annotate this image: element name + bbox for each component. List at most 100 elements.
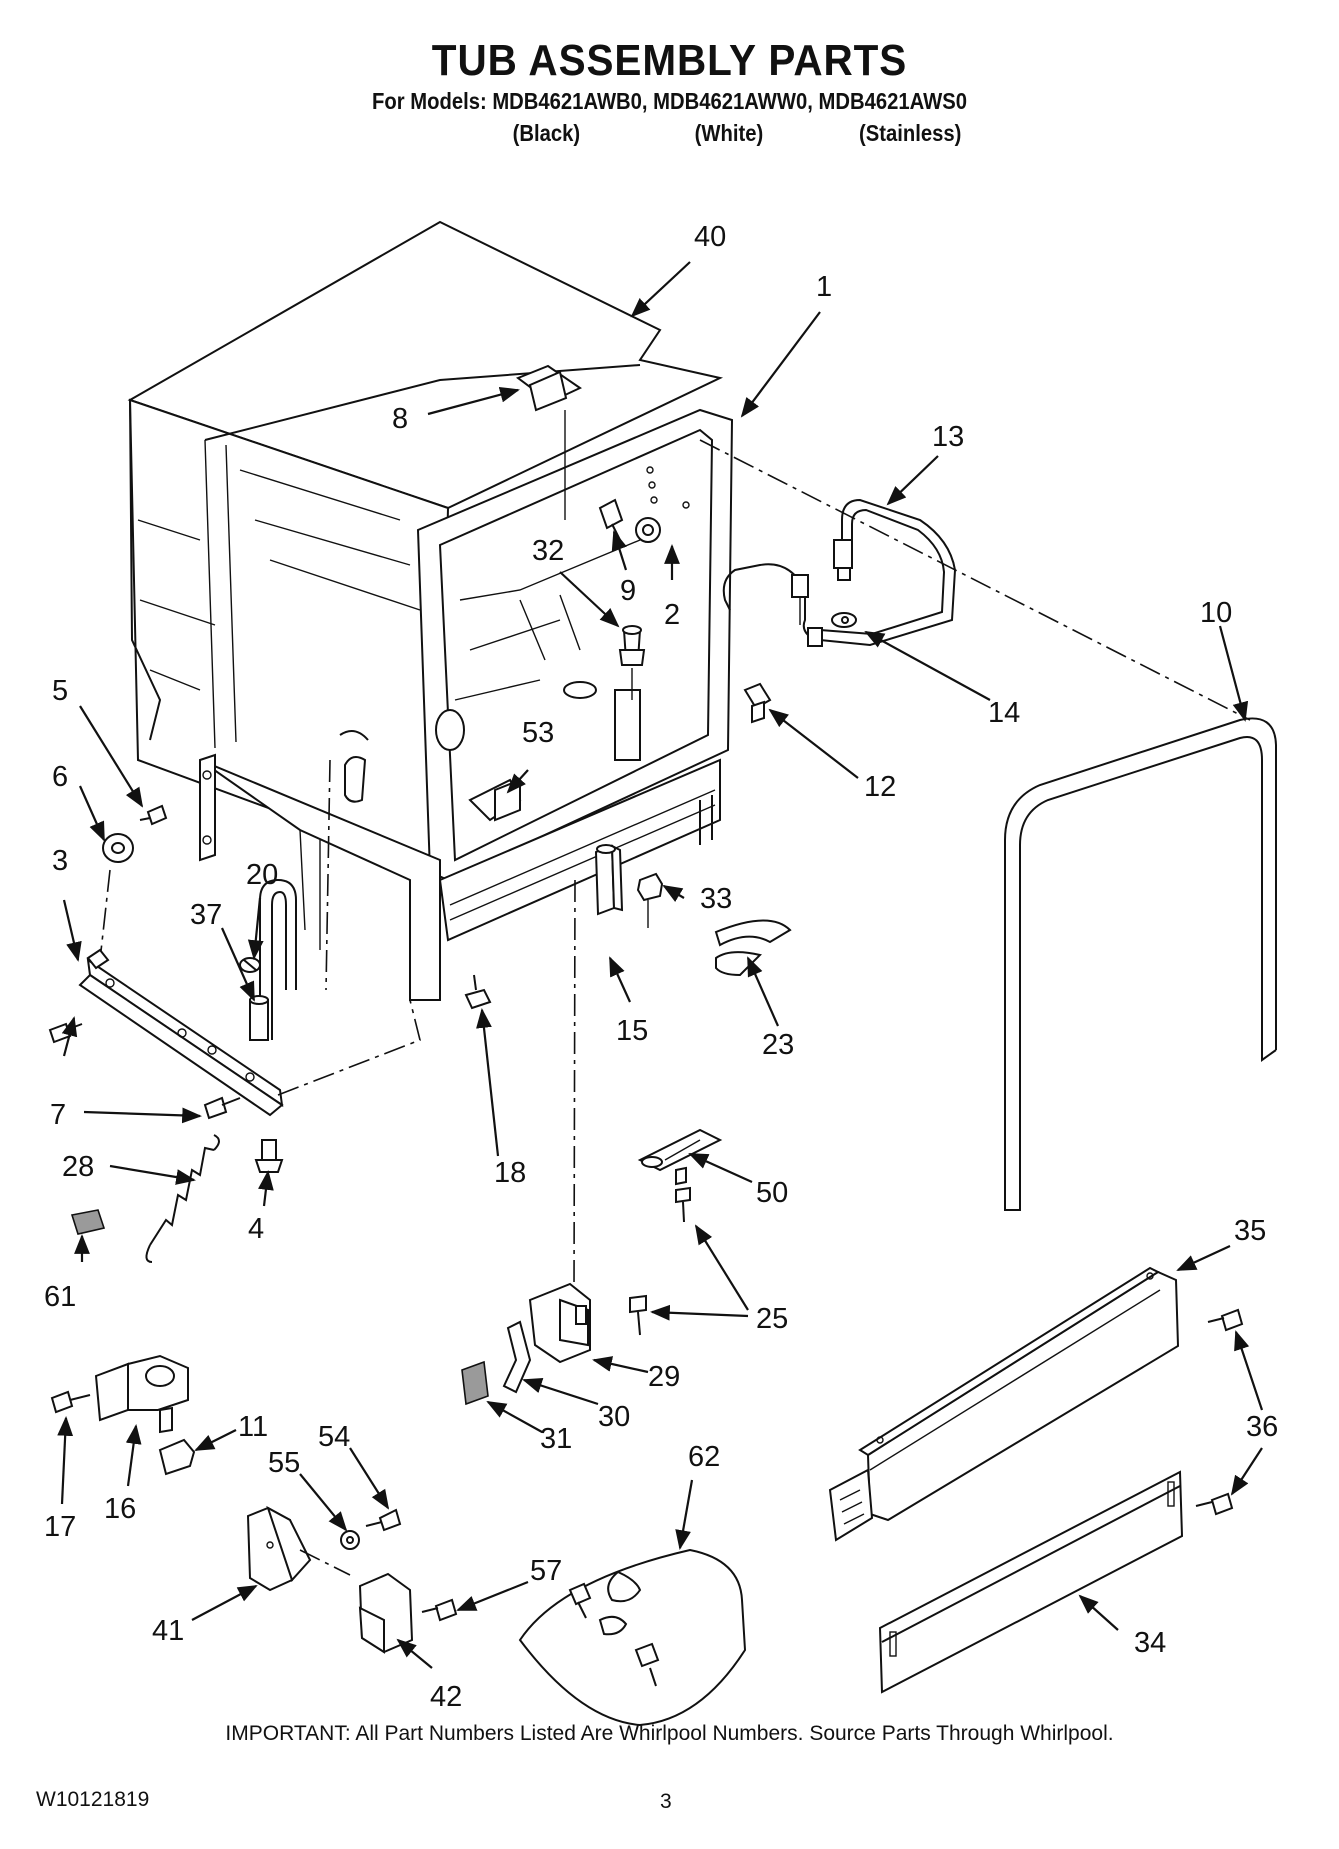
callout-55: 55 xyxy=(268,1447,300,1479)
callout-10: 10 xyxy=(1200,597,1232,629)
grommet-part-2 xyxy=(635,517,661,543)
leader-12 xyxy=(768,708,859,779)
leader-7b xyxy=(61,1016,78,1057)
clamp-part-20 xyxy=(239,957,261,973)
leader-11 xyxy=(194,1429,237,1451)
toe-panel-part-35 xyxy=(828,1266,1180,1542)
leader-42 xyxy=(396,1638,433,1669)
lower-panel-part-34 xyxy=(878,1470,1184,1694)
page-title: TUB ASSEMBLY PARTS xyxy=(431,36,908,85)
valve-part-16 xyxy=(94,1354,189,1434)
screw-part-57 xyxy=(421,1598,458,1622)
leader-23 xyxy=(746,956,780,1027)
callout-31: 31 xyxy=(540,1423,572,1455)
gasket-part-10 xyxy=(1004,717,1277,1211)
leader-31 xyxy=(486,1401,543,1433)
leader-50 xyxy=(688,1152,753,1184)
nozzle-part-32 xyxy=(618,625,646,700)
callout-20: 20 xyxy=(246,859,278,891)
screw-part-54 xyxy=(365,1508,402,1532)
screw-part-5 xyxy=(139,804,168,826)
nut-part-33 xyxy=(636,872,664,928)
leader-34 xyxy=(1078,1594,1119,1631)
screw-part-25-b xyxy=(629,1294,647,1336)
callout-35: 35 xyxy=(1234,1215,1266,1247)
callout-23: 23 xyxy=(762,1029,794,1061)
screw-part-7b xyxy=(48,1022,83,1044)
leader-36b xyxy=(1230,1447,1263,1496)
washer-part-6 xyxy=(102,833,134,863)
screw-part-7 xyxy=(203,1096,241,1120)
leader-53 xyxy=(506,769,529,794)
callout-7: 7 xyxy=(50,1099,66,1131)
callout-62: 62 xyxy=(688,1441,720,1473)
variant-white: (White) xyxy=(694,120,764,146)
leader-41 xyxy=(191,1585,258,1621)
callout-33: 33 xyxy=(700,883,732,915)
leader-18 xyxy=(476,1008,500,1157)
callout-11: 11 xyxy=(238,1411,268,1443)
leader-32 xyxy=(559,571,620,628)
leader-25a xyxy=(694,1224,749,1311)
bracket-part-50 xyxy=(637,1128,723,1186)
leader-54 xyxy=(349,1447,390,1510)
callout-40: 40 xyxy=(694,221,726,253)
leader-13 xyxy=(886,455,939,506)
callout-12: 12 xyxy=(864,771,896,803)
leader-20 xyxy=(247,897,264,960)
page-number: 3 xyxy=(660,1790,672,1813)
callout-9: 9 xyxy=(620,575,636,607)
document-number: W10121819 xyxy=(36,1788,150,1811)
spring-part-28 xyxy=(145,1134,220,1263)
bracket-part-42 xyxy=(358,1572,414,1654)
callout-34: 34 xyxy=(1134,1627,1166,1659)
bracket-part-41 xyxy=(246,1505,312,1592)
leader-8 xyxy=(427,386,520,416)
fill-tube-part-13 xyxy=(722,498,957,647)
callout-18: 18 xyxy=(494,1157,526,1189)
leader-17 xyxy=(57,1416,74,1505)
leader-7 xyxy=(83,1107,202,1124)
callout-36: 36 xyxy=(1246,1411,1278,1443)
drain-hose-part-37 xyxy=(249,878,297,1041)
callout-4: 4 xyxy=(248,1213,264,1245)
callout-42: 42 xyxy=(430,1681,462,1713)
spacer-part-15 xyxy=(594,844,624,916)
callout-25: 25 xyxy=(756,1303,788,1335)
washer-part-55 xyxy=(340,1530,360,1550)
screw-part-36-a xyxy=(1207,1308,1244,1332)
parts-bag-part-62 xyxy=(518,1548,747,1727)
leader-33 xyxy=(662,884,685,902)
screw-part-36-b xyxy=(1195,1492,1234,1516)
models-line: For Models: MDB4621AWB0, MDB4621AWW0, MD… xyxy=(372,88,967,114)
leader-25b xyxy=(650,1304,749,1321)
clip-part-12 xyxy=(743,682,772,724)
leader-10 xyxy=(1218,625,1249,722)
screw-part-17 xyxy=(50,1390,91,1414)
callout-50: 50 xyxy=(756,1177,788,1209)
leader-1 xyxy=(740,311,821,418)
callout-15: 15 xyxy=(616,1015,648,1047)
callout-30: 30 xyxy=(598,1401,630,1433)
leader-29 xyxy=(592,1356,649,1374)
callout-8: 8 xyxy=(392,403,408,435)
important-note: IMPORTANT: All Part Numbers Listed Are W… xyxy=(225,1722,1114,1745)
callout-28: 28 xyxy=(62,1151,94,1183)
callout-5: 5 xyxy=(52,675,68,707)
leader-14 xyxy=(864,631,991,701)
leader-30 xyxy=(522,1377,599,1406)
leader-36a xyxy=(1234,1330,1264,1411)
lever-part-30 xyxy=(502,1320,532,1394)
leader-6 xyxy=(78,785,106,842)
callout-6: 6 xyxy=(52,761,68,793)
variant-black: (Black) xyxy=(512,120,581,146)
leader-5 xyxy=(79,705,144,808)
callout-14: 14 xyxy=(988,697,1020,729)
leader-3 xyxy=(62,899,82,962)
callout-53: 53 xyxy=(522,717,554,749)
latch-part-8 xyxy=(515,364,583,520)
callout-57: 57 xyxy=(530,1555,562,1587)
latch-assembly-part-29 xyxy=(528,1282,591,1364)
foot-part-18 xyxy=(464,974,492,1010)
leader-28 xyxy=(109,1164,196,1185)
